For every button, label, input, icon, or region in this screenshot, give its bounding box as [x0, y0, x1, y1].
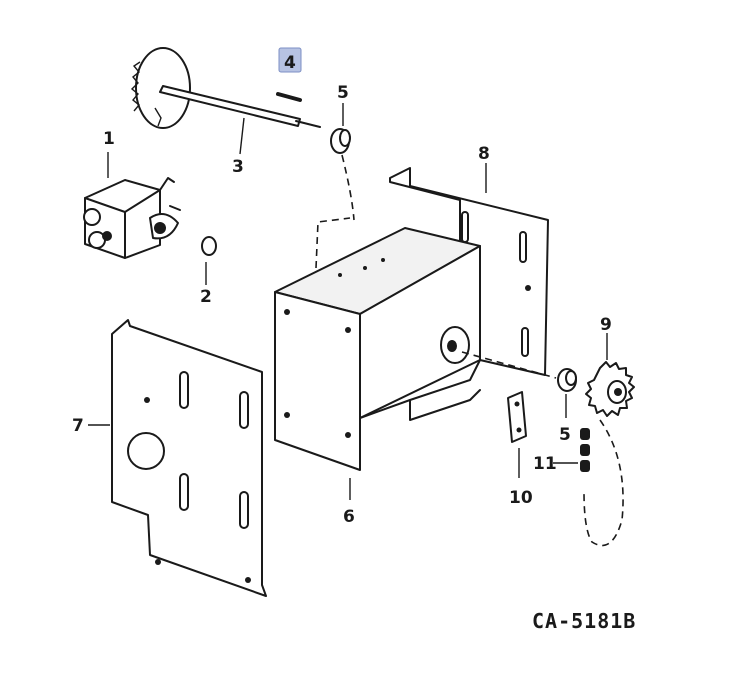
part-10-link-plate[interactable] [507, 391, 527, 478]
callout-9: 9 [600, 315, 612, 335]
reference-code: CA-5181B [532, 609, 636, 633]
callout-5-top: 5 [337, 83, 349, 103]
callout-8: 8 [478, 144, 490, 164]
part-3-shaft[interactable] [130, 47, 321, 155]
part-5-bushing-right[interactable] [461, 351, 577, 418]
callout-4-highlight [278, 47, 302, 73]
part-11-chain[interactable] [553, 428, 590, 472]
part-1-motor[interactable] [83, 152, 181, 259]
callout-11: 11 [533, 454, 557, 474]
callout-1: 1 [103, 129, 115, 149]
callout-3: 3 [232, 157, 244, 177]
part-4-pin[interactable] [276, 92, 302, 102]
part-6-housing[interactable] [274, 217, 481, 500]
part-2-nut[interactable] [201, 236, 217, 285]
part-7-base-plate[interactable] [88, 319, 267, 597]
callout-2: 2 [200, 287, 212, 307]
callout-10: 10 [509, 488, 533, 508]
part-9-sprocket[interactable] [583, 333, 635, 547]
callout-4[interactable]: 4 [284, 53, 296, 73]
callout-6: 6 [343, 507, 355, 527]
callout-7: 7 [72, 416, 84, 436]
part-5-bushing-top[interactable] [330, 103, 355, 221]
callout-5-right: 5 [559, 425, 571, 445]
